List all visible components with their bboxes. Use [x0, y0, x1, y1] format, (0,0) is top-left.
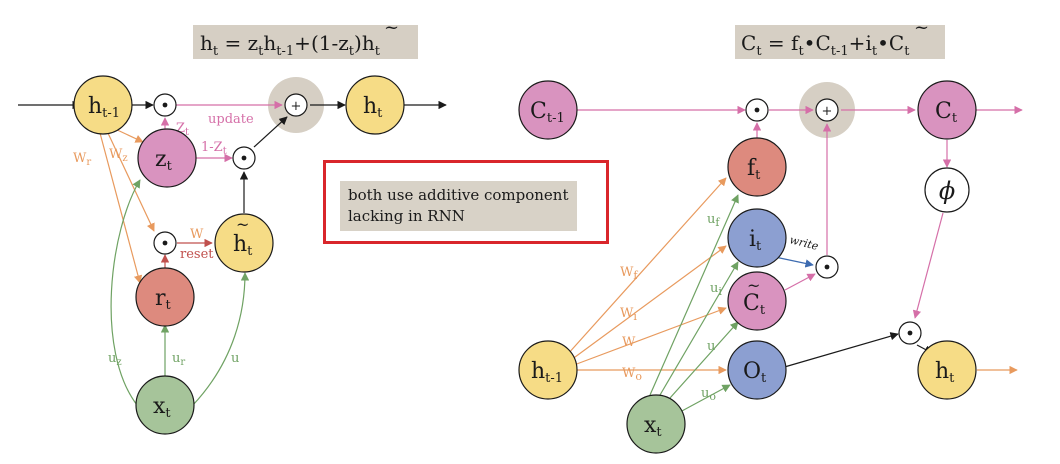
lstm-ctilde-to-mult	[784, 273, 816, 291]
lstm-w-arrow	[573, 306, 727, 366]
note-line-2: lacking in RNN	[348, 207, 465, 225]
lstm-label-wf: Wf	[620, 265, 638, 282]
gru-label-ur: ur	[172, 351, 185, 368]
gru-label-uz: uz	[108, 351, 122, 368]
note-line-1: both use additive component	[348, 186, 569, 204]
gru-wr-arrow	[99, 132, 143, 284]
lstm-label-w: W	[622, 335, 636, 350]
gru-label-u: u	[231, 351, 239, 366]
svg-text:+: +	[291, 99, 302, 114]
lstm-node-c-prev: Ct-1	[518, 80, 578, 140]
lstm-ui-arrow	[659, 261, 739, 396]
svg-text:Ot: Ot	[743, 359, 767, 386]
gru-label-zt: Zt	[176, 121, 189, 138]
svg-text:ft: ft	[747, 156, 761, 183]
lstm-node-o: Ot	[727, 340, 787, 400]
lstm-add-op: +	[815, 98, 839, 122]
svg-text:xt: xt	[153, 394, 171, 421]
svg-text:zt: zt	[155, 147, 173, 174]
svg-text:~: ~	[747, 276, 760, 295]
svg-text:ht-1: ht-1	[531, 359, 563, 386]
lstm-label-uo: uo	[701, 386, 716, 403]
gru-mult-update	[153, 93, 177, 117]
note-text: both use additive component lacking in R…	[340, 181, 577, 231]
lstm-label-wo: Wo	[622, 366, 642, 383]
lstm-wf-arrow	[566, 177, 727, 356]
lstm-label-wi: Wi	[620, 306, 637, 323]
lstm-uf-arrow	[649, 194, 739, 396]
gru-node-h-out: ht	[345, 75, 405, 135]
lstm-u-arrow	[669, 321, 739, 399]
gru-node-h-tilde: ht~	[214, 213, 274, 273]
lstm-o-to-mult	[780, 332, 899, 369]
lstm-equation: Ct = ft•Ct-1+it•Ct	[741, 31, 910, 59]
svg-text:ht-1: ht-1	[88, 94, 120, 121]
svg-text:it: it	[749, 227, 762, 254]
gru-mult-reset	[153, 231, 177, 255]
note-box: both use additive component lacking in R…	[323, 160, 609, 244]
gru-uz-arrow	[110, 179, 141, 406]
gru-node-r: rt	[135, 267, 195, 327]
gru-label-reset: reset	[180, 247, 214, 262]
lstm-mult-write	[815, 255, 839, 279]
svg-text:Ct-1: Ct-1	[530, 99, 565, 126]
svg-text:~: ~	[236, 215, 249, 234]
lstm-node-c-out: Ct	[917, 80, 977, 140]
lstm-phi-to-mult	[912, 212, 944, 319]
svg-text:ϕ: ϕ	[939, 177, 955, 205]
svg-text:ht: ht	[935, 359, 955, 386]
gru-label-1mz: 1-Zt	[201, 140, 227, 157]
gru-label-wr: Wr	[73, 151, 91, 168]
lstm-node-c-tilde: Ct~	[727, 271, 787, 331]
lstm-equation-box	[735, 25, 945, 59]
gru-mult-combine	[232, 146, 256, 170]
lstm-label-ui: ui	[710, 281, 722, 298]
svg-text:+: +	[822, 104, 833, 119]
lstm-label-uf: uf	[707, 212, 720, 229]
lstm-node-phi: ϕ	[924, 167, 970, 213]
lstm-i-to-mult	[774, 256, 814, 268]
svg-text:ht: ht	[233, 232, 253, 259]
gru-u-arrow	[192, 272, 250, 406]
gru-equation-box	[193, 25, 418, 59]
gru-w-arrow	[106, 130, 155, 232]
lstm-node-x: xt	[626, 394, 686, 454]
lstm-label-write: write	[788, 233, 820, 253]
svg-text:Ct: Ct	[935, 99, 958, 126]
svg-text:Ct: Ct	[743, 291, 766, 318]
gru-mult-to-add	[253, 116, 288, 148]
svg-text:xt: xt	[644, 413, 662, 440]
lstm-equation-tilde: ~	[914, 17, 929, 38]
lstm-mult-output	[898, 321, 922, 345]
gru-node-z: zt	[137, 128, 197, 188]
gru-add-op: +	[284, 93, 308, 117]
lstm-mult-forget	[745, 98, 769, 122]
gru-label-wz: Wz	[109, 147, 128, 164]
gru-label-w: W	[190, 227, 204, 242]
svg-text:rt: rt	[155, 286, 172, 313]
lstm-node-h-prev: ht-1	[518, 340, 578, 400]
lstm-node-h-out: ht	[917, 340, 977, 400]
lstm-node-f: ft	[727, 137, 787, 197]
lstm-node-i: it	[727, 208, 787, 268]
svg-text:ht: ht	[363, 94, 383, 121]
gru-node-x: xt	[135, 375, 195, 435]
gru-node-h-prev: ht-1	[73, 75, 133, 135]
lstm-label-u: u	[707, 339, 715, 354]
lstm-wi-arrow	[570, 245, 727, 361]
gru-equation-tilde: ~	[384, 17, 399, 38]
gru-equation: ht = ztht-1+(1-zt)ht	[200, 31, 381, 59]
gru-label-update: update	[208, 112, 254, 127]
lstm-uo-arrow	[679, 384, 731, 413]
